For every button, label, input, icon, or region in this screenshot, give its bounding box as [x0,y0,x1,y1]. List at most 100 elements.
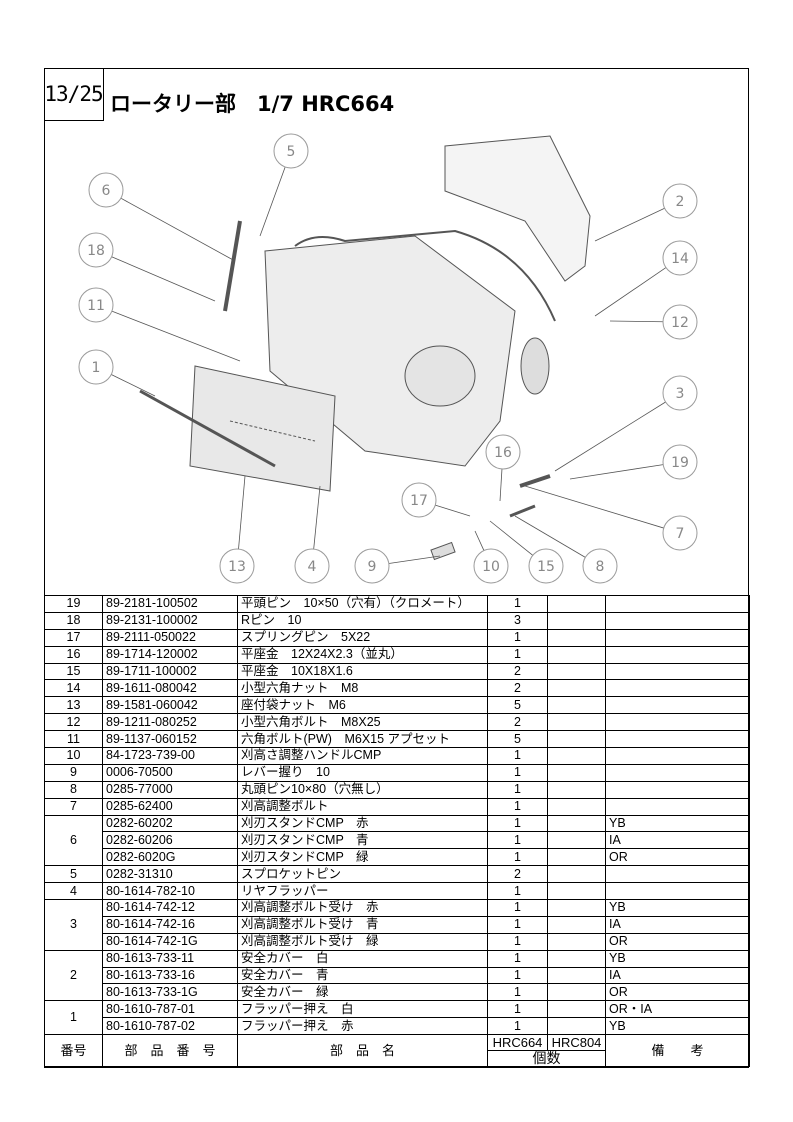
callout-15: 15 [489,520,564,584]
item-number-cell: 6 [44,814,103,867]
callout-8: 8 [514,515,618,584]
qty-hrc664-cell: 1 [487,628,548,647]
part-number-cell: 89-1137-060152 [102,730,238,749]
callout-label: 17 [410,493,428,509]
part-name-cell: フラッパー押え 白 [237,1000,488,1019]
qty-hrc664-cell: 1 [487,797,548,816]
callout-18: 18 [78,232,216,302]
remarks-cell: YB [605,1017,750,1036]
remarks-cell [605,645,750,664]
part-name-cell: 小型六角ナット M8 [237,679,488,698]
part-name-cell: 刈高調整ボルト受け 緑 [237,932,488,951]
blade-stand-drawing [223,220,242,312]
callout-12: 12 [609,304,698,340]
leader-line [111,374,156,397]
qty-hrc804-cell [547,983,606,1002]
qty-hrc804-cell [547,831,606,850]
part-name-cell: 刈刃スタンドCMP 緑 [237,848,488,867]
item-number-cell: 4 [44,882,103,901]
item-number-cell: 13 [44,696,103,715]
item-number-cell: 2 [44,949,103,1002]
remarks-cell: IA [605,966,750,985]
callout-6: 6 [88,172,236,262]
part-number-cell: 89-1711-100002 [102,662,238,681]
callout-13: 13 [219,475,255,584]
callout-circle [485,434,521,470]
part-name-cell: 刈高調整ボルト受け 赤 [237,899,488,917]
remarks-cell [605,595,750,613]
callout-circle [273,133,309,169]
callout-14: 14 [594,240,698,317]
remarks-cell [605,628,750,647]
wheel-drawing [520,337,550,395]
remarks-cell [605,730,750,749]
callout-label: 8 [596,559,605,575]
part-number-cell: 80-1613-733-16 [102,966,238,985]
part-name-cell: 平頭ピン 10×50（穴有）（クロメート） [237,595,488,613]
remarks-cell: YB [605,899,750,917]
qty-hrc664-cell: 2 [487,679,548,698]
qty-hrc664-cell: 1 [487,831,548,850]
callout-circle [582,548,618,584]
qty-hrc804-cell [547,1000,606,1019]
callout-1: 1 [78,349,156,397]
leader-line [499,468,503,502]
remarks-cell: OR [605,848,750,867]
qty-hrc804-cell [547,628,606,647]
callout-5: 5 [259,133,309,237]
leader-line [609,320,664,323]
qty-hrc804-cell [547,797,606,816]
remarks-cell: OR・IA [605,1000,750,1019]
item-number-cell: 9 [44,763,103,782]
qty-hrc664-cell: 5 [487,696,548,715]
qty-hrc804-cell [547,814,606,833]
remarks-cell: IA [605,831,750,850]
remarks-cell: IA [605,915,750,934]
leader-line [259,166,286,237]
callout-circle [219,548,255,584]
qty-hrc804-cell [547,932,606,951]
remarks-cell [605,763,750,782]
part-number-cell: 0282-60206 [102,831,238,850]
leader-line [514,515,586,558]
item-number-cell: 5 [44,865,103,884]
callout-circle [78,287,114,323]
qty-hrc804-cell [547,949,606,968]
qty-hrc804-cell [547,730,606,749]
callout-label: 13 [228,559,246,575]
callout-circle [78,232,114,268]
leader-line [489,520,533,556]
part-number-cell: 80-1614-742-12 [102,899,238,917]
part-name-cell: 刈高調整ボルト [237,797,488,816]
part-number-cell: 89-2131-100002 [102,611,238,630]
leader-line [313,485,321,550]
callout-17: 17 [401,482,471,518]
remarks-cell [605,679,750,698]
callout-label: 6 [102,183,111,199]
callout-label: 7 [676,526,685,542]
qty-hrc664-cell: 1 [487,1017,548,1036]
part-name-cell: 刈刃スタンドCMP 青 [237,831,488,850]
header-hrc664: HRC664 [487,1034,548,1052]
part-number-cell: 0006-70500 [102,763,238,782]
callout-circle [354,548,390,584]
callout-circle [662,444,698,480]
part-number-cell: 0282-31310 [102,865,238,884]
part-number-cell: 0285-62400 [102,797,238,816]
part-name-cell: スプリングピン 5X22 [237,628,488,647]
leader-line [594,207,665,242]
remarks-cell [605,662,750,681]
part-name-cell: 座付袋ナット M6 [237,696,488,715]
